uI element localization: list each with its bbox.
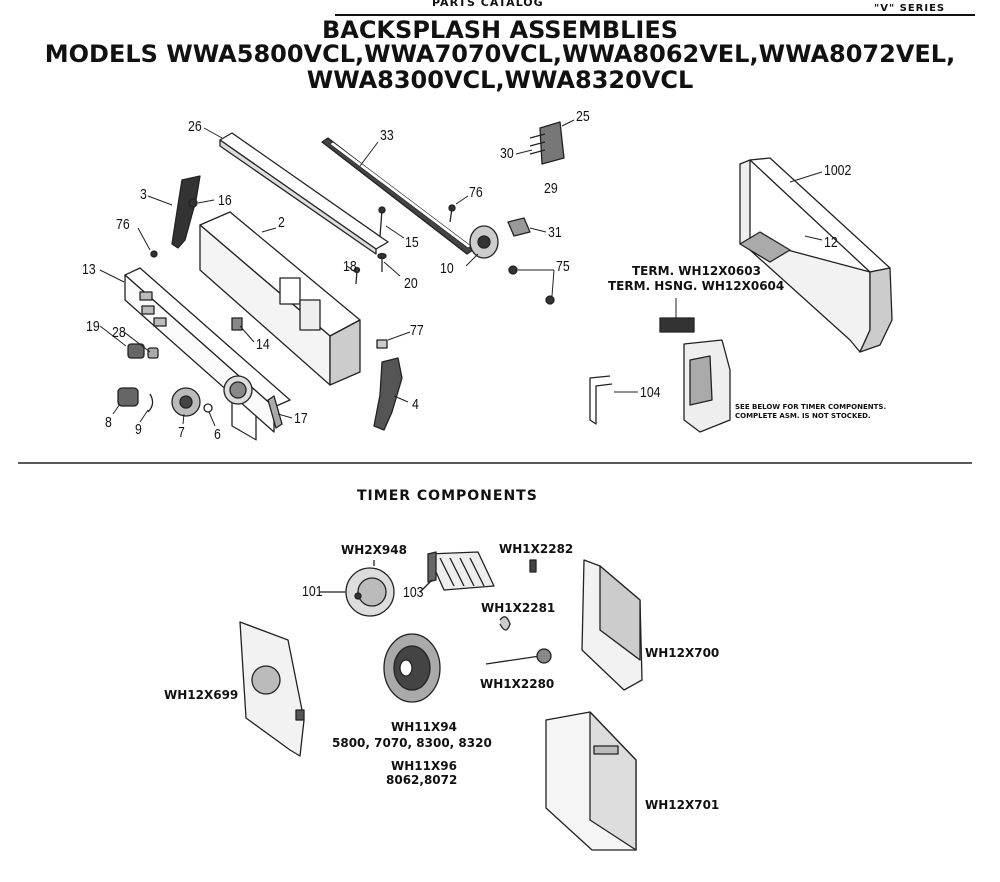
leader-103 xyxy=(419,579,433,593)
part-31 xyxy=(507,217,531,237)
part-wh1x2282 xyxy=(529,559,537,573)
callout-12: 12 xyxy=(824,234,838,251)
screws xyxy=(150,198,555,305)
timer-components-heading: TIMER COMPONENTS xyxy=(357,488,538,504)
part-33-strip xyxy=(321,137,474,255)
timer-note-line-1: SEE BELOW FOR TIMER COMPONENTS. xyxy=(735,403,887,411)
callout-3: 3 xyxy=(140,186,147,203)
part-label-wh1x2281: WH1X2281 xyxy=(481,601,556,615)
part-wh12x700-plate xyxy=(581,559,643,691)
series-header: "V" SERIES xyxy=(874,3,946,14)
part-wh11x94-cam xyxy=(383,633,441,703)
part-label-wh11x94: WH11X94 xyxy=(391,720,457,734)
callout-10: 10 xyxy=(440,260,454,277)
term-housing-part-number: TERM. HSNG. WH12X0604 xyxy=(608,279,785,293)
part-3-bracket xyxy=(171,175,201,249)
callout-28: 28 xyxy=(112,324,126,341)
callout-33: 33 xyxy=(380,127,394,144)
callout-76-b: 76 xyxy=(116,216,130,233)
part-label-wh11x96: WH11X96 xyxy=(391,759,457,773)
part-label-wh11x96-models: 8062,8072 xyxy=(386,773,458,787)
callout-18: 18 xyxy=(343,258,357,275)
callout-104: 104 xyxy=(640,384,661,401)
page-title: BACKSPLASH ASSEMBLIES xyxy=(321,16,679,44)
part-10-switch xyxy=(469,225,499,259)
callout-20: 20 xyxy=(404,275,418,292)
catalog-header: PARTS CATALOG xyxy=(432,0,544,9)
callout-13: 13 xyxy=(82,261,96,278)
timer-note-line-2: COMPLETE ASM. IS NOT STOCKED. xyxy=(735,412,871,420)
term-part-number: TERM. WH12X0603 xyxy=(632,264,761,278)
part-label-wh1x2282: WH1X2282 xyxy=(499,542,574,556)
part-wh1x2281 xyxy=(499,616,511,631)
part-wh12x701-cover xyxy=(545,711,637,851)
part-label-wh1x2280: WH1X2280 xyxy=(480,677,555,691)
callout-7: 7 xyxy=(178,424,185,441)
part-4-bracket xyxy=(373,357,403,431)
callout-6: 6 xyxy=(214,426,221,443)
callout-17: 17 xyxy=(294,410,308,427)
part-103-contacts xyxy=(427,551,495,591)
part-26-cover xyxy=(219,132,389,255)
part-wh1x2280-shaft xyxy=(485,648,552,665)
part-104 xyxy=(589,375,613,425)
part-label-wh11x94-models: 5800, 7070, 8300, 8320 xyxy=(332,736,492,750)
part-label-101: 101 xyxy=(302,583,323,600)
part-25-block xyxy=(529,121,565,165)
callout-14: 14 xyxy=(256,336,270,353)
header-rule xyxy=(335,14,975,16)
part-wh12x699-plate xyxy=(239,621,305,757)
callout-4: 4 xyxy=(412,396,419,413)
models-line-2: WWA8300VCL,WWA8320VCL xyxy=(306,66,694,94)
small-parts xyxy=(117,317,388,429)
part-label-wh12x700: WH12X700 xyxy=(645,646,720,660)
callout-31: 31 xyxy=(548,224,562,241)
timer-assembly xyxy=(683,339,731,433)
models-line-1: MODELS WWA5800VCL,WWA7070VCL,WWA8062VEL,… xyxy=(44,40,956,68)
callout-15: 15 xyxy=(405,234,419,251)
callout-76-a: 76 xyxy=(469,184,483,201)
callout-16: 16 xyxy=(218,192,232,209)
callout-8: 8 xyxy=(105,414,112,431)
callout-77: 77 xyxy=(410,322,424,339)
part-label-wh12x699: WH12X699 xyxy=(164,688,239,702)
callout-19: 19 xyxy=(86,318,100,335)
part-13-panel xyxy=(124,267,291,433)
callout-25: 25 xyxy=(576,108,590,125)
part-101-motor xyxy=(345,567,395,617)
part-2-housing xyxy=(199,211,361,441)
callout-2: 2 xyxy=(278,214,285,231)
callout-30: 30 xyxy=(500,145,514,162)
part-label-wh12x701: WH12X701 xyxy=(645,798,720,812)
callout-1002: 1002 xyxy=(824,162,852,179)
callout-26: 26 xyxy=(188,118,202,135)
callout-29: 29 xyxy=(544,180,558,197)
terminal-housing xyxy=(659,317,695,333)
leader-lines xyxy=(99,119,823,427)
part-label-103: 103 xyxy=(403,584,424,601)
callout-9: 9 xyxy=(135,421,142,438)
part-label-wh2x948: WH2X948 xyxy=(341,543,407,557)
callout-75: 75 xyxy=(556,258,570,275)
part-1002-frame xyxy=(739,157,893,353)
